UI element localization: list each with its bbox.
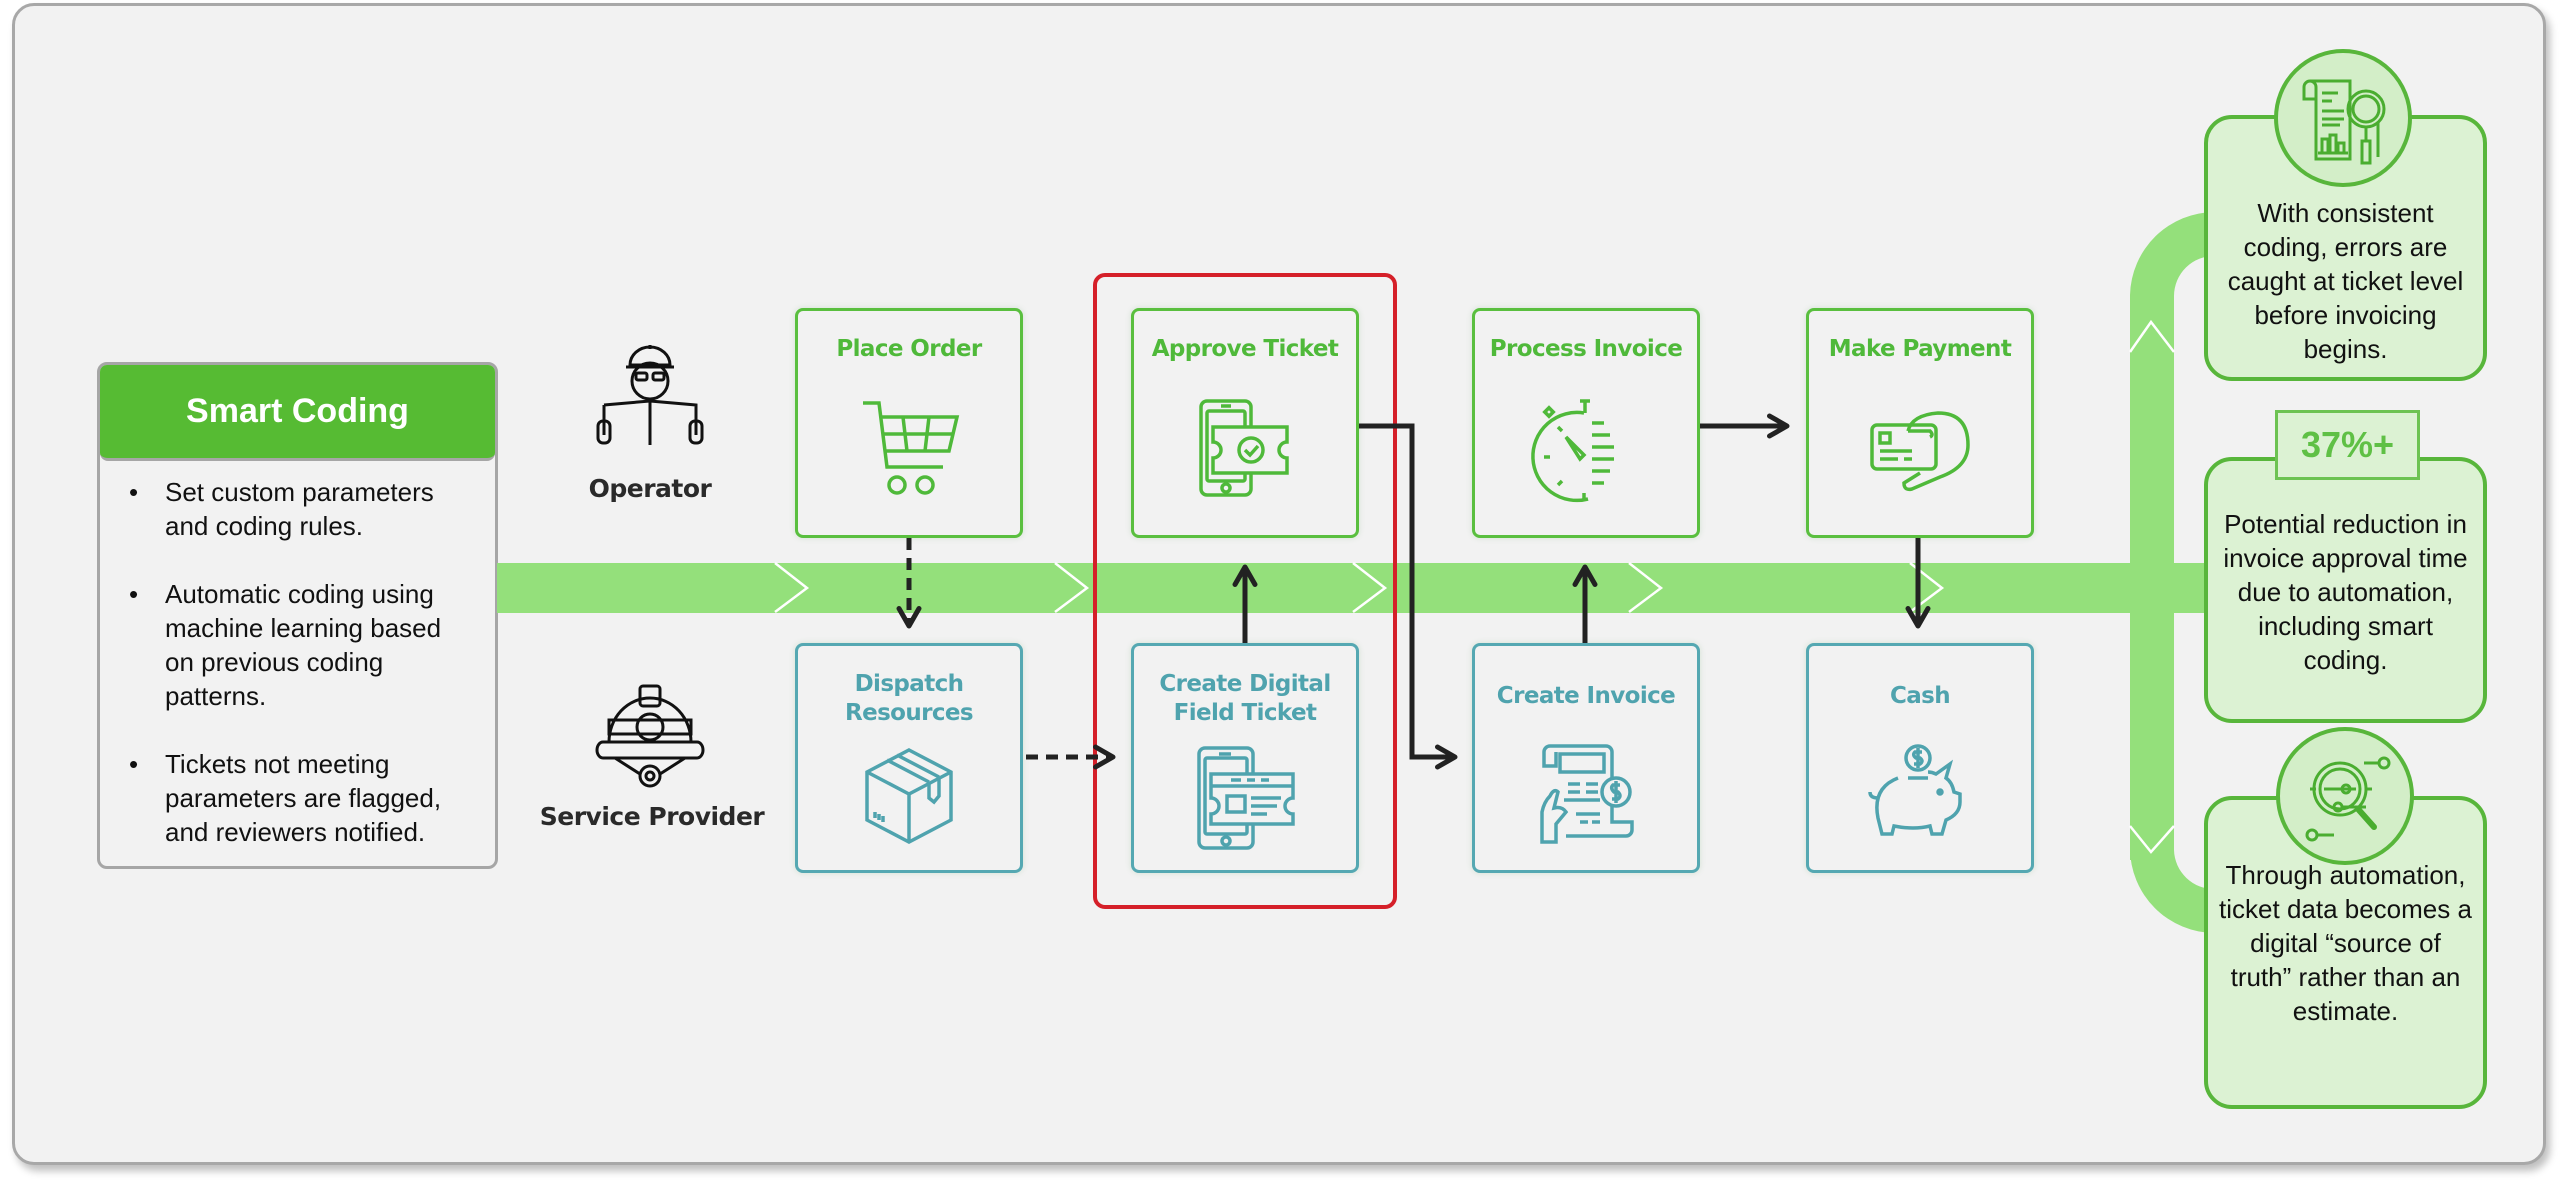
role-label-service-provider: Service Provider	[539, 802, 765, 831]
down-chevron-marker	[2129, 825, 2175, 854]
stopwatch-icon	[1531, 397, 1636, 506]
chevron-marker	[1628, 562, 1664, 613]
benefit-text: With consistent coding, errors are caugh…	[2227, 198, 2464, 364]
highlight-box	[1093, 273, 1397, 909]
step-place-order[interactable]: Place Order	[795, 308, 1023, 538]
hard-hat-icon	[595, 680, 705, 790]
benefit-text: Through automation, ticket data becomes …	[2219, 860, 2472, 1026]
benefit-connector	[2130, 212, 2215, 933]
bullet-item: •Automatic coding using machine learning…	[129, 579, 442, 711]
operator-icon	[590, 335, 710, 445]
bullet-text: Tickets not meeting parameters are flagg…	[165, 749, 442, 847]
chevron-marker	[1352, 562, 1388, 613]
step-title: Create Invoice	[1496, 683, 1676, 709]
smart-coding-panel: Smart Coding •Set custom parameters and …	[97, 362, 498, 869]
step-title: Approve Ticket	[1151, 336, 1339, 362]
bullet-text: Set custom parameters and coding rules.	[165, 477, 434, 541]
chevron-marker	[774, 562, 810, 613]
chevron-marker	[1909, 562, 1945, 613]
process-flow-band	[497, 563, 2131, 613]
benefit-panel-2: Potential reduction in invoice approval …	[2204, 457, 2487, 723]
step-title: Cash	[1889, 683, 1951, 709]
smart-coding-title: Smart Coding	[100, 365, 495, 461]
phone-ticket-icon	[1195, 746, 1295, 855]
up-chevron-marker	[2128, 319, 2175, 353]
step-create-invoice[interactable]: Create Invoice	[1472, 643, 1700, 873]
stat-badge-overlay: 37%+	[2275, 410, 2420, 480]
role-label-operator: Operator	[588, 474, 712, 503]
phone-ticket-check-icon	[1195, 397, 1295, 502]
invoice-dollar-icon	[1536, 742, 1636, 851]
hand-card-icon	[1868, 411, 1972, 500]
step-title: Process Invoice	[1489, 336, 1683, 362]
step-cash[interactable]: Cash	[1806, 643, 2034, 873]
step-approve-ticket[interactable]: Approve Ticket	[1131, 308, 1359, 538]
bullet-item: •Set custom parameters and coding rules.	[129, 477, 434, 541]
step-title: Make Payment	[1828, 336, 2012, 362]
step-title: Create Digital Field Ticket	[1134, 670, 1356, 728]
title-line: Field Ticket	[1173, 700, 1317, 726]
bullet-text: Automatic coding using machine learning …	[165, 579, 442, 711]
step-dispatch-resources[interactable]: Dispatch Resources	[795, 643, 1023, 873]
step-create-digital-field-ticket[interactable]: Create Digital Field Ticket	[1131, 643, 1359, 873]
arrow-approve-to-create-invoice	[1359, 423, 1458, 770]
piggy-bank-icon	[1868, 742, 1972, 851]
step-make-payment[interactable]: Make Payment	[1806, 308, 2034, 538]
chevron-marker	[1054, 562, 1090, 613]
step-title: Place Order	[836, 336, 982, 362]
bullet-item: •Tickets not meeting parameters are flag…	[129, 749, 442, 847]
step-title: Dispatch Resources	[844, 671, 974, 726]
document-magnifier-chart-icon	[2274, 49, 2412, 187]
smart-coding-bullets: •Set custom parameters and coding rules.…	[100, 465, 495, 866]
title-line: Create Digital	[1159, 671, 1331, 697]
step-process-invoice[interactable]: Process Invoice	[1472, 308, 1700, 538]
package-box-icon	[859, 746, 959, 851]
magnifier-data-nodes-icon	[2276, 727, 2414, 865]
shopping-cart-icon	[859, 399, 960, 504]
benefit-text: Potential reduction in invoice approval …	[2223, 509, 2468, 675]
